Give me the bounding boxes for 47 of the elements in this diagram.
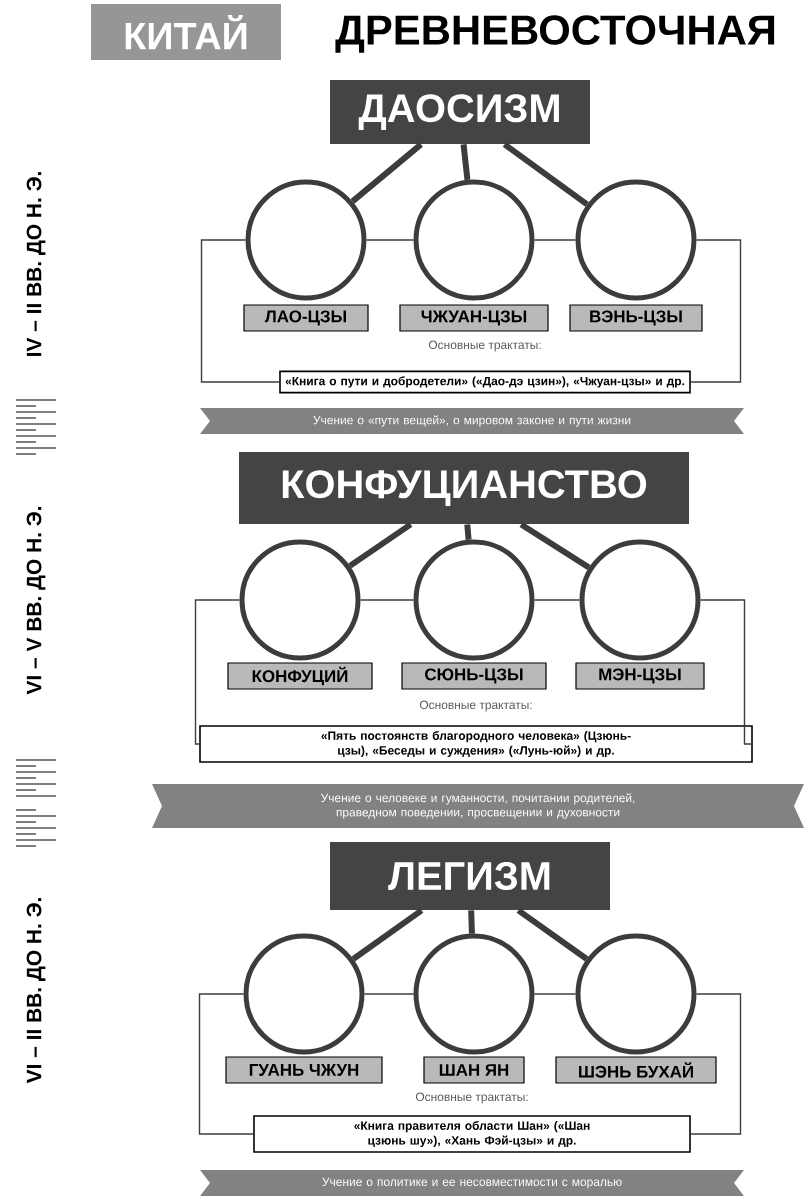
name-box: ГУАНЬ ЧЖУН <box>225 1056 383 1084</box>
connector-line <box>533 993 577 995</box>
portrait-circle <box>413 539 535 661</box>
name-box: КОНФУЦИЙ <box>227 662 373 690</box>
portrait-circle <box>245 179 367 301</box>
connector-line <box>690 239 742 383</box>
connector-line <box>690 993 742 1135</box>
heading-box: ЛЕГИЗМ <box>330 842 610 910</box>
heading-box: КОНФУЦИАНСТВО <box>239 452 689 524</box>
connector-line <box>359 599 415 601</box>
connector-line <box>533 599 581 601</box>
connector-line <box>200 239 280 383</box>
portrait-circle <box>575 933 697 1055</box>
era-label: VI – II ВВ. ДО Н. Э. <box>26 898 46 1084</box>
connector-line <box>468 910 475 934</box>
connector-line <box>533 239 577 241</box>
name-box: ВЭНЬ-ЦЗЫ <box>569 304 703 332</box>
name-box: ШЭНЬ БУХАЙ <box>555 1056 717 1084</box>
name-box: МЭН-ЦЗЫ <box>575 662 705 690</box>
era-label: VI – V ВВ. ДО Н. Э. <box>26 506 46 695</box>
connector-line <box>460 144 471 181</box>
connector-line <box>365 239 415 241</box>
country-box: КИТАЙ <box>91 4 281 60</box>
connector-line <box>502 142 589 207</box>
connector-line <box>519 521 591 571</box>
portrait-circle <box>239 539 361 661</box>
connector-line <box>351 907 424 962</box>
connector-line <box>350 142 423 204</box>
portrait-circle <box>575 179 697 301</box>
heading-box: ДАОСИЗМ <box>330 80 590 144</box>
connector-line <box>464 524 472 540</box>
portrait-circle <box>579 539 701 661</box>
connector-line <box>516 907 589 962</box>
title: ДРЕВНЕВОСТОЧНАЯ <box>335 15 775 53</box>
name-box: ЧЖУАН-ЦЗЫ <box>399 304 549 332</box>
portrait-circle <box>243 933 365 1055</box>
connector-line <box>194 599 241 745</box>
name-box: СЮНЬ-ЦЗЫ <box>401 662 547 690</box>
portrait-circle <box>413 933 535 1055</box>
connector-line <box>699 599 754 745</box>
connector-line <box>198 993 254 1135</box>
era-label: IV – II ВВ. ДО Н. Э. <box>26 172 46 356</box>
name-box: ШАН ЯН <box>423 1056 525 1084</box>
connector-line <box>363 993 415 995</box>
connector-line <box>348 521 413 569</box>
portrait-circle <box>413 179 535 301</box>
name-box: ЛАО-ЦЗЫ <box>243 304 369 332</box>
